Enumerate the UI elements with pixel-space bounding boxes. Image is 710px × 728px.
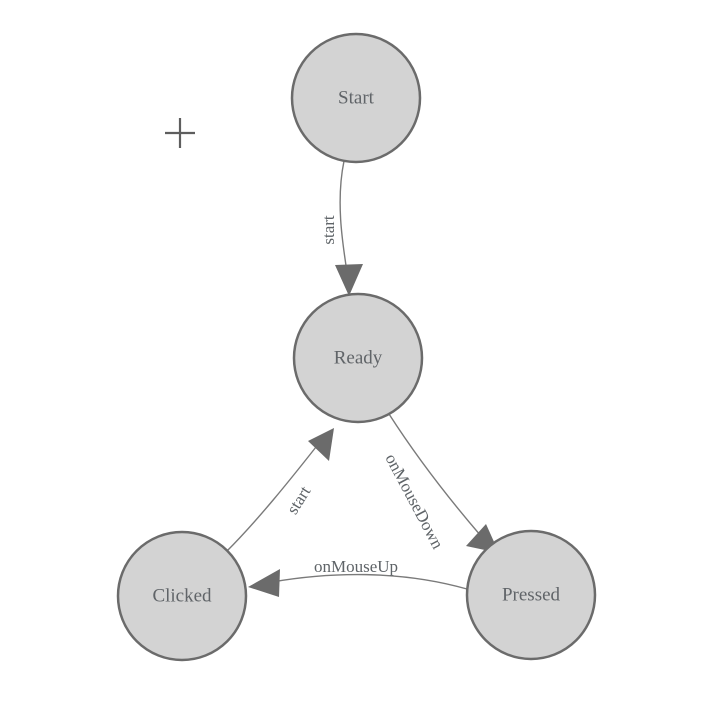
arrowhead-start-to-ready: [335, 264, 363, 296]
edge-label-clicked-to-ready: start: [283, 482, 315, 517]
edge-ready-to-pressed[interactable]: onMouseDown: [381, 413, 499, 553]
edge-start-to-ready[interactable]: start: [319, 160, 363, 296]
edge-path-pressed-to-clicked[interactable]: [271, 573, 468, 590]
edge-pressed-to-clicked[interactable]: onMouseUp: [248, 557, 468, 597]
edge-label-start-to-ready: start: [319, 215, 338, 245]
edge-path-clicked-to-ready[interactable]: [225, 446, 317, 553]
arrowhead-pressed-to-clicked: [248, 569, 280, 597]
edge-path-start-to-ready[interactable]: [339, 160, 348, 273]
node-start[interactable]: Start: [290, 32, 422, 164]
crosshair-marker[interactable]: [165, 118, 195, 148]
node-ready[interactable]: Ready: [292, 292, 424, 424]
node-start-circle[interactable]: [290, 32, 422, 164]
edge-label-pressed-to-clicked: onMouseUp: [314, 557, 398, 576]
node-pressed[interactable]: Pressed: [465, 529, 597, 661]
edge-clicked-to-ready[interactable]: start: [225, 428, 334, 553]
edge-path-ready-to-pressed[interactable]: [388, 413, 482, 537]
edge-label-ready-to-pressed: onMouseDown: [381, 451, 447, 553]
node-pressed-circle[interactable]: [465, 529, 597, 661]
arrowhead-clicked-to-ready: [308, 428, 334, 461]
node-clicked[interactable]: Clicked: [116, 530, 248, 662]
node-clicked-circle[interactable]: [116, 530, 248, 662]
node-ready-circle[interactable]: [292, 292, 424, 424]
